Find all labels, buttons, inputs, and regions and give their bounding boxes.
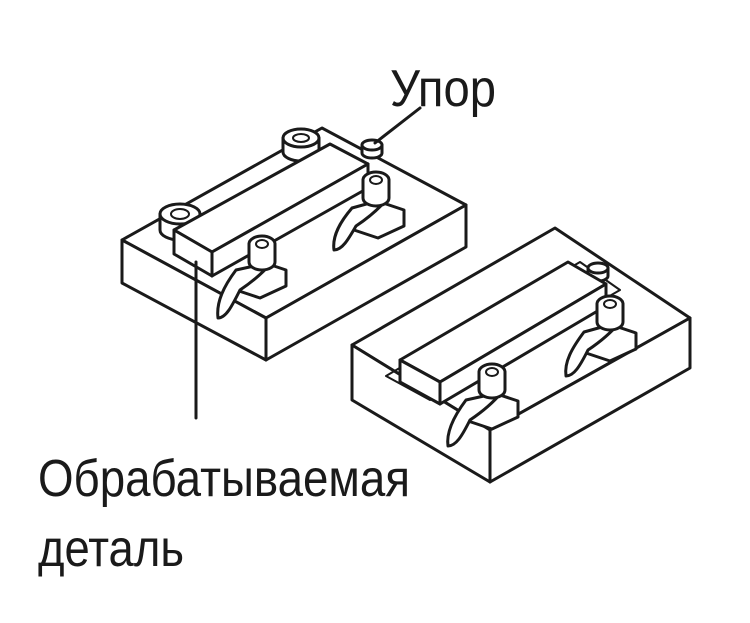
workpiece-label-line1: Обрабатываемая — [38, 450, 410, 508]
left-fixture — [120, 126, 468, 362]
left-clamp-back — [332, 170, 406, 252]
stop-label: Упор — [390, 60, 496, 118]
left-clamp-front — [216, 234, 288, 320]
stop-leader-line — [373, 106, 422, 145]
right-fixture — [350, 226, 692, 484]
left-stop-pin — [360, 138, 384, 160]
workpiece-label-line2: деталь — [38, 520, 184, 578]
right-clamp-front — [446, 362, 520, 448]
right-clamp-back — [564, 294, 638, 378]
